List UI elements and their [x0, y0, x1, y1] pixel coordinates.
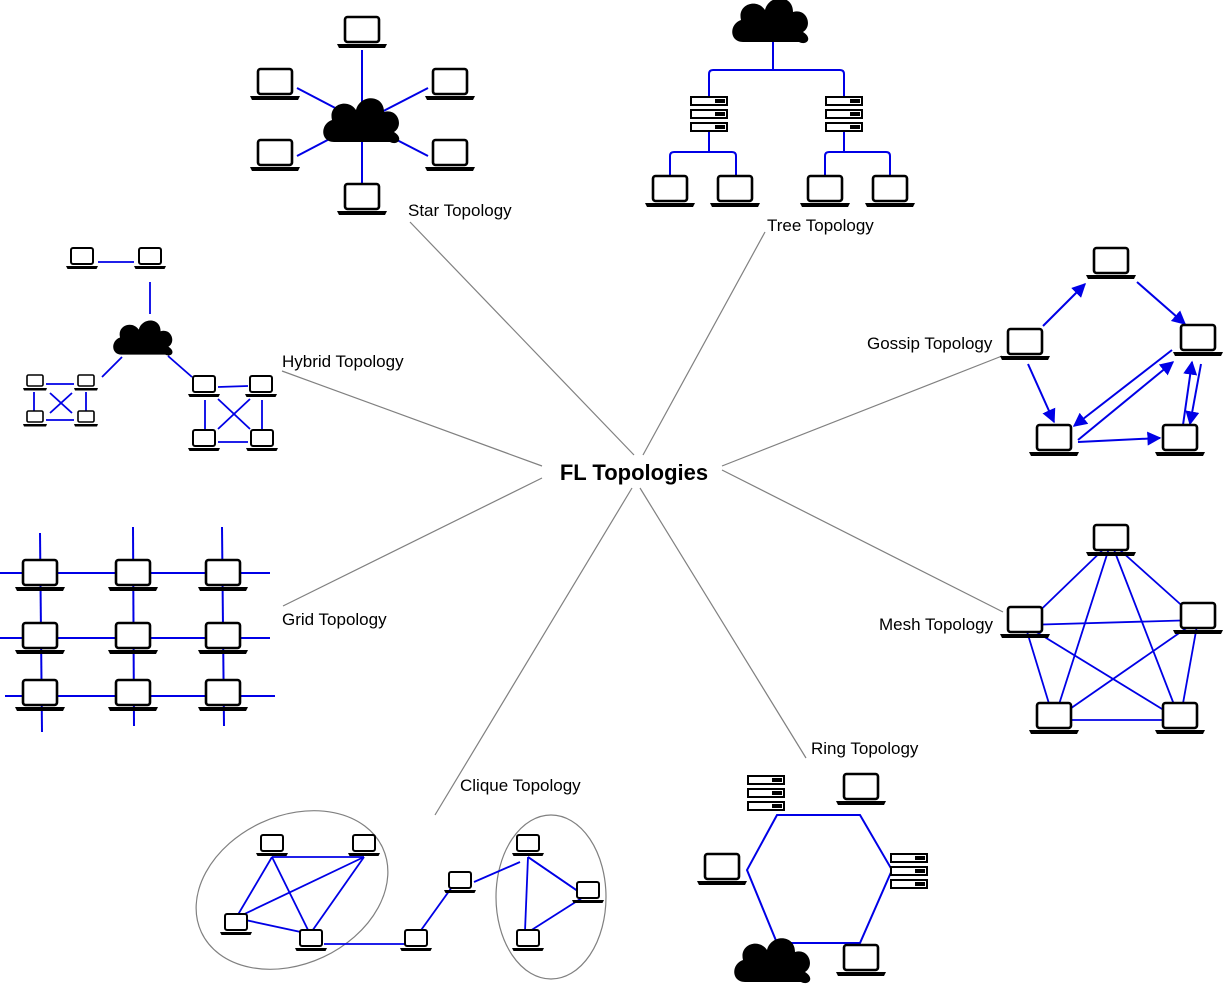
cloud-icon [732, 0, 809, 44]
gossip-topology-label: Gossip Topology [867, 334, 993, 353]
grid-topology: Grid Topology [0, 526, 387, 733]
laptop-icon [13, 621, 67, 656]
star-topology: Star Topology [248, 15, 512, 220]
mesh-topology-label: Mesh Topology [879, 615, 994, 634]
laptop-icon [65, 247, 99, 270]
laptop-icon [335, 182, 389, 217]
laptop-icon [1171, 323, 1224, 358]
spokes [281, 221, 1004, 816]
ring-topology-label: Ring Topology [811, 739, 919, 758]
star-topology-label: Star Topology [408, 201, 512, 220]
laptop-icon [22, 374, 48, 392]
laptop-icon [245, 429, 279, 452]
laptop-icon [643, 174, 697, 209]
laptop-icon [73, 410, 99, 428]
hybrid-topology-label: Hybrid Topology [282, 352, 404, 371]
laptop-icon [998, 327, 1052, 362]
clique-topology-label: Clique Topology [460, 776, 581, 795]
laptop-icon [695, 852, 749, 887]
laptop-icon [1084, 523, 1138, 558]
server-icon [825, 96, 863, 132]
laptop-icon [798, 174, 852, 209]
tree-topology-label: Tree Topology [767, 216, 874, 235]
laptop-icon [399, 929, 433, 952]
cloud-icon [734, 938, 811, 984]
laptop-icon [423, 138, 477, 173]
mesh-topology: Mesh Topology [879, 523, 1224, 736]
laptop-icon [1027, 423, 1081, 458]
cloud-icon [323, 98, 400, 144]
server-icon [747, 775, 785, 811]
laptop-icon [511, 834, 545, 857]
laptop-icon [335, 15, 389, 50]
laptop-icon [187, 375, 221, 398]
laptop-icon [248, 67, 302, 102]
laptop-icon [73, 374, 99, 392]
server-icon [690, 96, 728, 132]
laptop-icon [1084, 246, 1138, 281]
laptop-icon [834, 943, 888, 978]
laptop-icon [248, 138, 302, 173]
laptop-icon [244, 375, 278, 398]
laptop-icon [443, 871, 477, 894]
server-icon [890, 853, 928, 889]
ring-topology: Ring Topology [695, 739, 928, 984]
tree-topology: Tree Topology [643, 0, 917, 235]
laptop-icon [1027, 701, 1081, 736]
laptop-icon [1153, 423, 1207, 458]
laptop-icon [571, 881, 605, 904]
laptop-icon [133, 247, 167, 270]
laptop-icon [863, 174, 917, 209]
laptop-icon [294, 929, 328, 952]
laptop-icon [219, 913, 253, 936]
laptop-icon [347, 834, 381, 857]
laptop-icon [22, 410, 48, 428]
hybrid-topology: Hybrid Topology [22, 247, 404, 452]
laptop-icon [834, 772, 888, 807]
laptop-icon [511, 929, 545, 952]
laptop-icon [255, 834, 289, 857]
laptop-icon [13, 678, 67, 713]
laptop-icon [1171, 601, 1224, 636]
laptop-icon [187, 429, 221, 452]
laptop-icon [1153, 701, 1207, 736]
gossip-topology: Gossip Topology [867, 246, 1224, 458]
clique-topology: Clique Topology [195, 776, 607, 980]
laptop-icon [423, 67, 477, 102]
center-title: FL Topologies [560, 460, 708, 485]
laptop-icon [708, 174, 762, 209]
laptop-icon [998, 605, 1052, 640]
grid-topology-label: Grid Topology [282, 610, 387, 629]
cloud-icon [113, 320, 173, 356]
